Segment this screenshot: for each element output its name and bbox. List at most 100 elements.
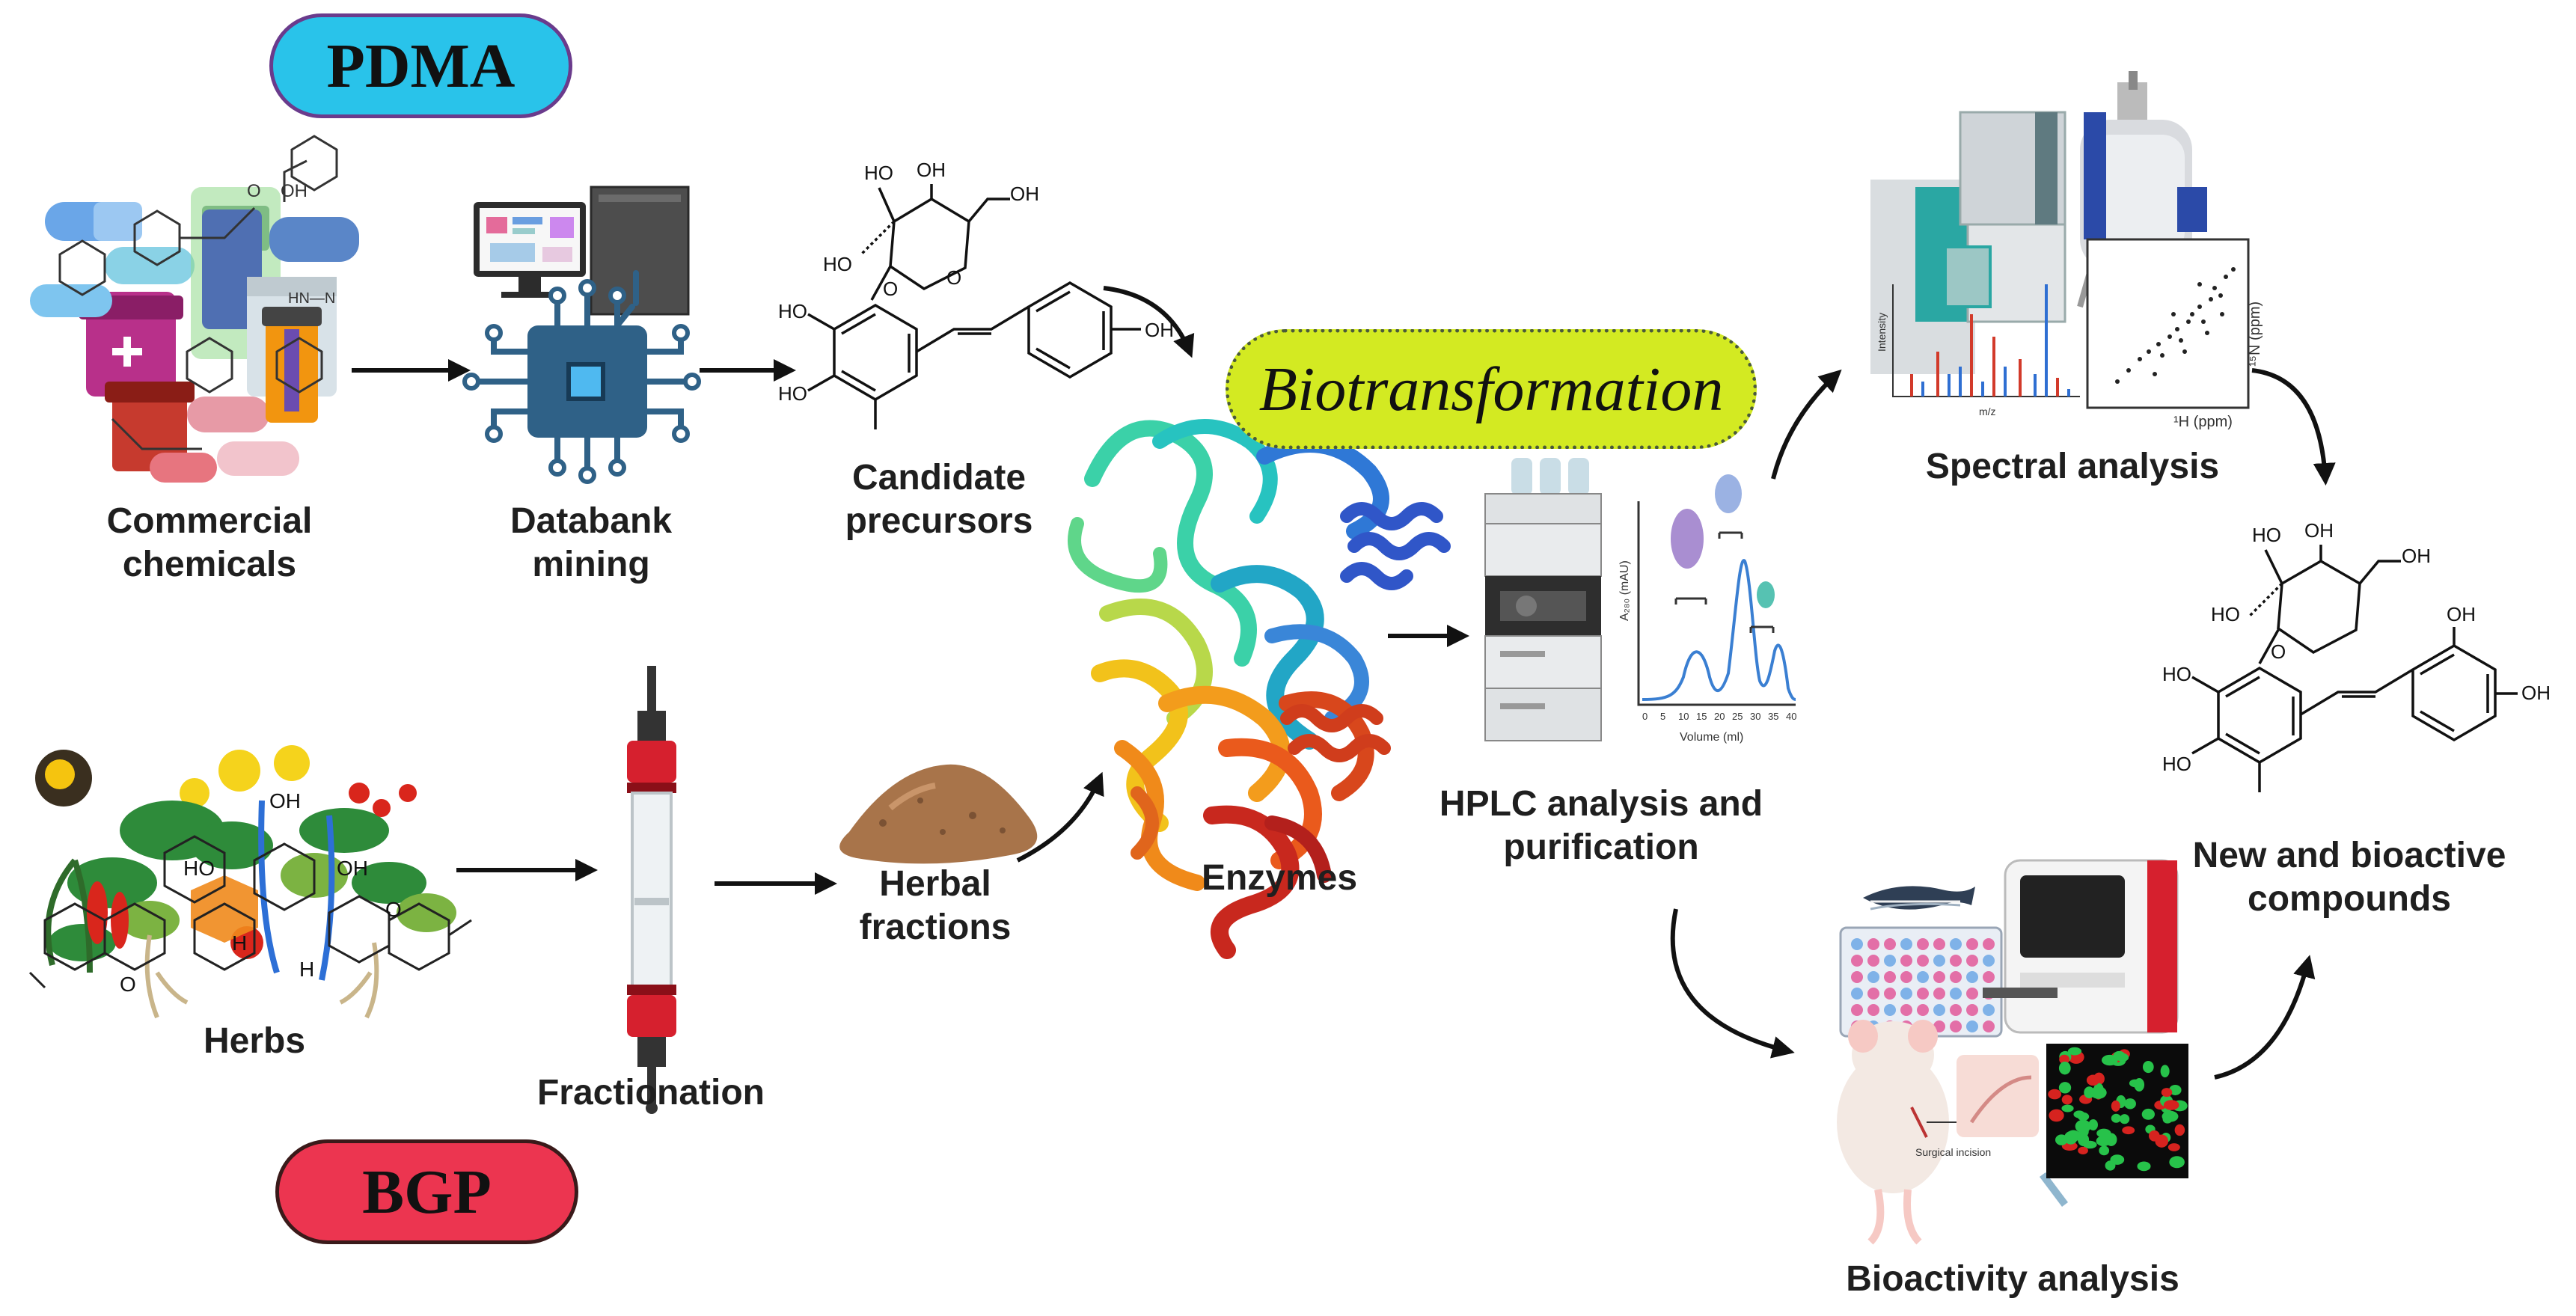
plate-well [1966, 988, 1978, 1000]
plate-well [1983, 971, 1995, 983]
svg-text:O: O [946, 266, 961, 289]
plate-well [1950, 1004, 1962, 1016]
plate-well [1867, 988, 1879, 1000]
hplc-xtick: 20 [1714, 711, 1725, 722]
cell [2169, 1085, 2182, 1095]
hplc-xtick: 15 [1696, 711, 1707, 722]
cell [2096, 1136, 2111, 1147]
arrow-hplc-to-bioactivity [1670, 908, 1795, 1059]
cell [2161, 1088, 2173, 1098]
svg-text:HO: HO [2162, 663, 2191, 685]
hplc-xtick: 0 [1642, 711, 1648, 722]
plate-well [1917, 988, 1929, 1000]
plate-well [1884, 971, 1896, 983]
svg-text:HO: HO [823, 253, 852, 275]
hplc-xtick: 35 [1768, 711, 1778, 722]
svg-text:OH: OH [2304, 519, 2334, 542]
hplc-xtick: 40 [1786, 711, 1796, 722]
arrow-spectral-to-compounds [2251, 368, 2336, 486]
cell [2058, 1082, 2072, 1094]
axis-annotations: A₂₈₀ (mAU) Volume (ml) Intensity m/z ¹⁵N… [1618, 302, 2263, 1158]
svg-text:OH: OH [1145, 319, 1174, 341]
svg-text:OH: OH [2402, 545, 2431, 567]
fractionation-column-icon [627, 666, 676, 1114]
herbs-icon [28, 745, 472, 1019]
mass-spectrum-plot [1892, 284, 2080, 397]
plate-well [1933, 1004, 1945, 1016]
plate-well [1867, 1004, 1879, 1016]
cell [2049, 1109, 2064, 1122]
incision-label: Surgical incision [1915, 1146, 1991, 1158]
plate-well [1950, 971, 1962, 983]
cell [2059, 1054, 2070, 1065]
commercial-chemicals-line-2: chemicals [122, 545, 297, 584]
cell [2142, 1061, 2154, 1074]
bioactivity-analysis-label: Bioactivity analysis [1846, 1259, 2179, 1299]
cell [2058, 1061, 2071, 1075]
plate-well [1983, 955, 1995, 967]
herbal-fractions-label: Herbal fractions [830, 863, 1040, 949]
biotransformation-badge: Biotransformation [1226, 329, 1757, 449]
cell [2129, 1079, 2141, 1088]
plate-well [1900, 1004, 1912, 1016]
plate-well [1851, 1004, 1863, 1016]
plate-well [1900, 938, 1912, 950]
cell [2061, 1104, 2074, 1113]
cell [2090, 1086, 2107, 1099]
hplc-line-1: HPLC analysis and [1439, 784, 1763, 824]
svg-text:HO: HO [2211, 603, 2240, 625]
svg-text:OH: OH [269, 789, 301, 812]
cell [2067, 1047, 2082, 1056]
herbal-fractions-line-1: Herbal [879, 864, 991, 904]
cell [2119, 1114, 2130, 1124]
hplc-instrument-icon [1484, 458, 1602, 741]
svg-text:OH: OH [2447, 603, 2476, 625]
plate-well [1966, 971, 1978, 983]
pdma-badge: PDMA [269, 13, 572, 118]
cell [2086, 1074, 2100, 1086]
nmr-magnet-icon [2077, 71, 2207, 308]
plate-well [1867, 971, 1879, 983]
arrow-hplc-to-spectral [1771, 369, 1842, 480]
plate-well [1917, 938, 1929, 950]
arrow-precursors-to-enzymes [1103, 286, 1195, 358]
candidate-precursor-molecule [807, 184, 1141, 429]
cell [2075, 1119, 2091, 1133]
plate-well [1851, 955, 1863, 967]
enzymes-label: Enzymes [1201, 858, 1358, 898]
cell [2078, 1146, 2088, 1155]
databank-mining-line-1: Databank [510, 501, 673, 541]
spectral-analysis-label: Spectral analysis [1925, 447, 2220, 486]
cell [2137, 1161, 2151, 1172]
herbal-fractions-line-2: fractions [859, 908, 1012, 947]
databank-computer-icon [462, 186, 701, 484]
plate-well [1884, 988, 1896, 1000]
skin-wound-icon [1957, 1055, 2068, 1207]
hplc-xtick: 10 [1678, 711, 1689, 722]
plate-well [1966, 938, 1978, 950]
cell [2099, 1145, 2110, 1156]
herbal-powder-icon [839, 764, 1038, 864]
plate-well [1851, 971, 1863, 983]
candidate-precursors-line-2: precursors [845, 501, 1033, 541]
svg-text:OH: OH [1010, 183, 1039, 205]
plate-well [1933, 988, 1945, 1000]
plate-well [1900, 971, 1912, 983]
cell [2162, 1115, 2173, 1124]
new-compounds-label: New and bioactive compounds [2170, 834, 2529, 921]
commercial-chemicals-label: Commercial chemicals [71, 500, 348, 587]
svg-text:O: O [120, 973, 136, 996]
plate-well [1900, 988, 1912, 1000]
svg-text:HO: HO [183, 857, 215, 880]
cell [2088, 1118, 2098, 1131]
plate-well [1950, 1020, 1962, 1032]
databank-mining-line-2: mining [532, 545, 650, 584]
bgp-badge: BGP [275, 1139, 578, 1244]
enzyme-protein-icon [1068, 419, 1451, 959]
plate-well [1950, 988, 1962, 1000]
arrow-bioactivity-to-compounds [2214, 955, 2316, 1080]
